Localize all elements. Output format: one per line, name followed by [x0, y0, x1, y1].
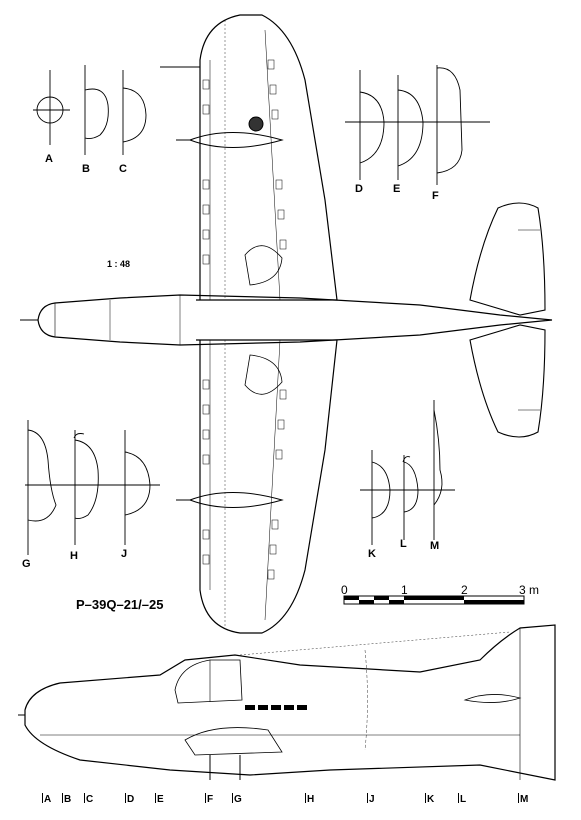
plan-view: [20, 14, 553, 634]
section-label-j: J: [121, 548, 128, 560]
station-marker-f: F: [205, 793, 214, 805]
scale-bar-label-1: 1: [401, 583, 408, 597]
scale-bar-label-3: 3: [519, 583, 526, 597]
section-label-c: C: [119, 163, 127, 175]
section-label-d: D: [355, 183, 363, 195]
station-marker-m: M: [518, 793, 529, 805]
scale-bar-label-0: 0: [341, 583, 348, 597]
station-marker-g: G: [232, 793, 242, 805]
station-marker-a: A: [42, 793, 52, 805]
station-marker-l: L: [458, 793, 467, 805]
section-label-k: K: [368, 548, 376, 560]
section-label-m: M: [430, 540, 440, 552]
station-marker-j: J: [367, 793, 375, 805]
station-marker-e: E: [155, 793, 164, 805]
section-label-h: H: [70, 550, 78, 562]
aircraft-variant-title: P–39Q–21/–25: [76, 597, 164, 612]
scale-bar-unit: m: [529, 583, 539, 597]
station-marker-k: K: [425, 793, 435, 805]
section-label-a: A: [45, 153, 53, 165]
section-profiles-k-l-m: [360, 400, 455, 545]
section-label-e: E: [393, 183, 401, 195]
station-marker-h: H: [305, 793, 315, 805]
scale-bar: [343, 595, 525, 605]
station-marker-c: C: [84, 793, 94, 805]
section-label-b: B: [82, 163, 90, 175]
section-label-f: F: [432, 190, 439, 202]
section-label-l: L: [400, 538, 407, 550]
section-profiles-d-e-f: [345, 65, 490, 185]
section-profiles-a-b-c: [33, 65, 147, 155]
side-view: [18, 624, 556, 781]
station-marker-d: D: [125, 793, 135, 805]
scale-bar-label-2: 2: [461, 583, 468, 597]
section-label-g: G: [22, 558, 31, 570]
station-marker-b: B: [62, 793, 72, 805]
scale-ratio-label: 1 : 48: [107, 259, 131, 269]
section-profiles-g-h-j: [25, 420, 160, 555]
